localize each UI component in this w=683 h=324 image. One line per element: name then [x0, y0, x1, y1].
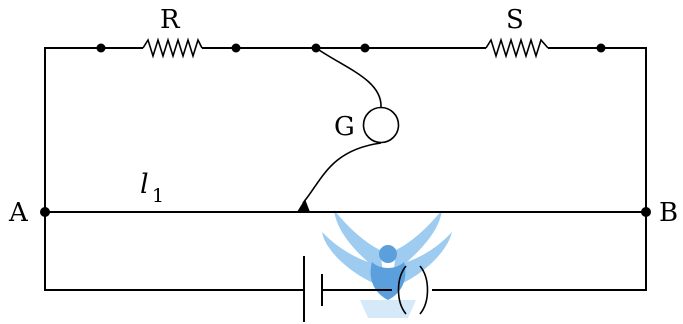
terminal-dot	[231, 43, 241, 53]
label-a: A	[8, 198, 29, 228]
bottom-wire	[44, 212, 647, 291]
slide-wire-ab	[40, 207, 651, 217]
label-length: l	[140, 169, 149, 200]
label-length-subscript: 1	[152, 185, 164, 207]
label-s: S	[506, 5, 524, 35]
label-r: R	[160, 5, 181, 35]
top-wire	[44, 47, 647, 212]
jockey-arrow	[297, 199, 310, 212]
eagle-logo-watermark	[322, 210, 452, 318]
terminal-dot	[596, 43, 606, 53]
label-g: G	[334, 112, 355, 142]
resistor-s	[485, 37, 549, 59]
resistor-r	[142, 37, 203, 59]
terminal-dot	[96, 43, 106, 53]
battery-cell	[303, 256, 323, 322]
plug-key	[397, 265, 429, 315]
galvanometer	[302, 47, 400, 204]
terminal-dot	[360, 43, 370, 53]
terminal-dots	[96, 43, 606, 53]
label-b: B	[659, 198, 678, 228]
